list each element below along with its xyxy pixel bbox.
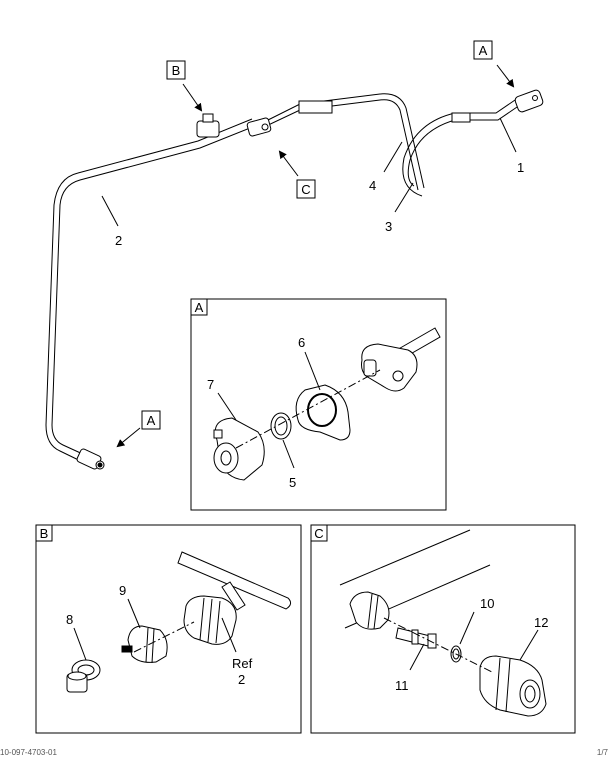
detail-b-panel: B bbox=[35, 524, 302, 734]
detail-b-tee-fitting bbox=[183, 595, 237, 645]
part-label-8: 8 bbox=[66, 612, 87, 661]
detail-c-panel: C bbox=[310, 524, 576, 734]
detail-b-sensor bbox=[121, 625, 168, 664]
svg-text:9: 9 bbox=[119, 583, 126, 598]
tube-2 bbox=[45, 118, 256, 469]
svg-text:2: 2 bbox=[238, 672, 245, 687]
detail-a-flange bbox=[361, 343, 418, 392]
svg-text:10: 10 bbox=[480, 596, 494, 611]
footer-page-code: 1/7 bbox=[596, 748, 608, 757]
connector-c bbox=[246, 117, 272, 137]
svg-text:5: 5 bbox=[289, 475, 296, 490]
part-label-5: 5 bbox=[282, 439, 296, 490]
part-label-ref-2: Ref 2 bbox=[221, 617, 253, 687]
part-label-7: 7 bbox=[207, 377, 237, 421]
svg-text:4: 4 bbox=[369, 178, 376, 193]
svg-text:A: A bbox=[195, 300, 204, 315]
left-end-fitting bbox=[76, 448, 105, 470]
detail-a-panel: A 5 bbox=[190, 298, 447, 511]
detail-c-connector bbox=[479, 655, 547, 717]
detail-c-oring bbox=[450, 645, 462, 663]
detail-a-centerline bbox=[235, 369, 381, 449]
part-label-6: 6 bbox=[298, 335, 321, 391]
callout-b-top: B bbox=[166, 60, 203, 112]
detail-c-receptacle bbox=[349, 591, 390, 630]
tube-3-4 bbox=[261, 93, 425, 191]
svg-text:B: B bbox=[40, 526, 49, 541]
svg-text:2: 2 bbox=[115, 233, 122, 248]
part-label-1: 1 bbox=[499, 117, 524, 175]
main-view: A B C A 1 2 3 bbox=[45, 40, 544, 470]
svg-text:12: 12 bbox=[534, 615, 548, 630]
callout-c-top: C bbox=[278, 150, 316, 199]
detail-c-pin bbox=[395, 627, 437, 649]
part-label-9: 9 bbox=[119, 583, 141, 629]
detail-b-bolt bbox=[66, 671, 88, 693]
svg-text:A: A bbox=[479, 43, 488, 58]
detail-a-oring bbox=[270, 412, 292, 440]
sensor-b bbox=[196, 113, 220, 138]
svg-text:B: B bbox=[172, 63, 181, 78]
svg-text:C: C bbox=[314, 526, 323, 541]
tube-1 bbox=[402, 97, 521, 197]
detail-b-tube bbox=[177, 551, 292, 611]
svg-text:8: 8 bbox=[66, 612, 73, 627]
callout-a-bottom: A bbox=[116, 410, 161, 448]
svg-text:7: 7 bbox=[207, 377, 214, 392]
svg-text:1: 1 bbox=[517, 160, 524, 175]
detail-c-centerline bbox=[383, 617, 493, 673]
part-label-12: 12 bbox=[519, 615, 548, 661]
footer-drawing-code: 10-097-4703-01 bbox=[0, 748, 57, 757]
part-label-10: 10 bbox=[459, 596, 494, 645]
svg-text:6: 6 bbox=[298, 335, 305, 350]
part-label-11: 11 bbox=[395, 643, 425, 693]
detail-a-gasket bbox=[295, 384, 351, 441]
callout-a-top: A bbox=[473, 40, 515, 88]
svg-text:Ref: Ref bbox=[232, 656, 253, 671]
part-label-2: 2 bbox=[101, 195, 122, 248]
svg-text:A: A bbox=[147, 413, 156, 428]
svg-text:3: 3 bbox=[385, 219, 392, 234]
detail-a-boss bbox=[213, 417, 265, 481]
svg-text:11: 11 bbox=[395, 678, 409, 693]
detail-b-centerline bbox=[133, 621, 195, 653]
part-label-3: 3 bbox=[385, 182, 414, 234]
part-label-4: 4 bbox=[369, 141, 403, 193]
right-end-fitting bbox=[514, 89, 544, 113]
svg-text:C: C bbox=[301, 182, 310, 197]
